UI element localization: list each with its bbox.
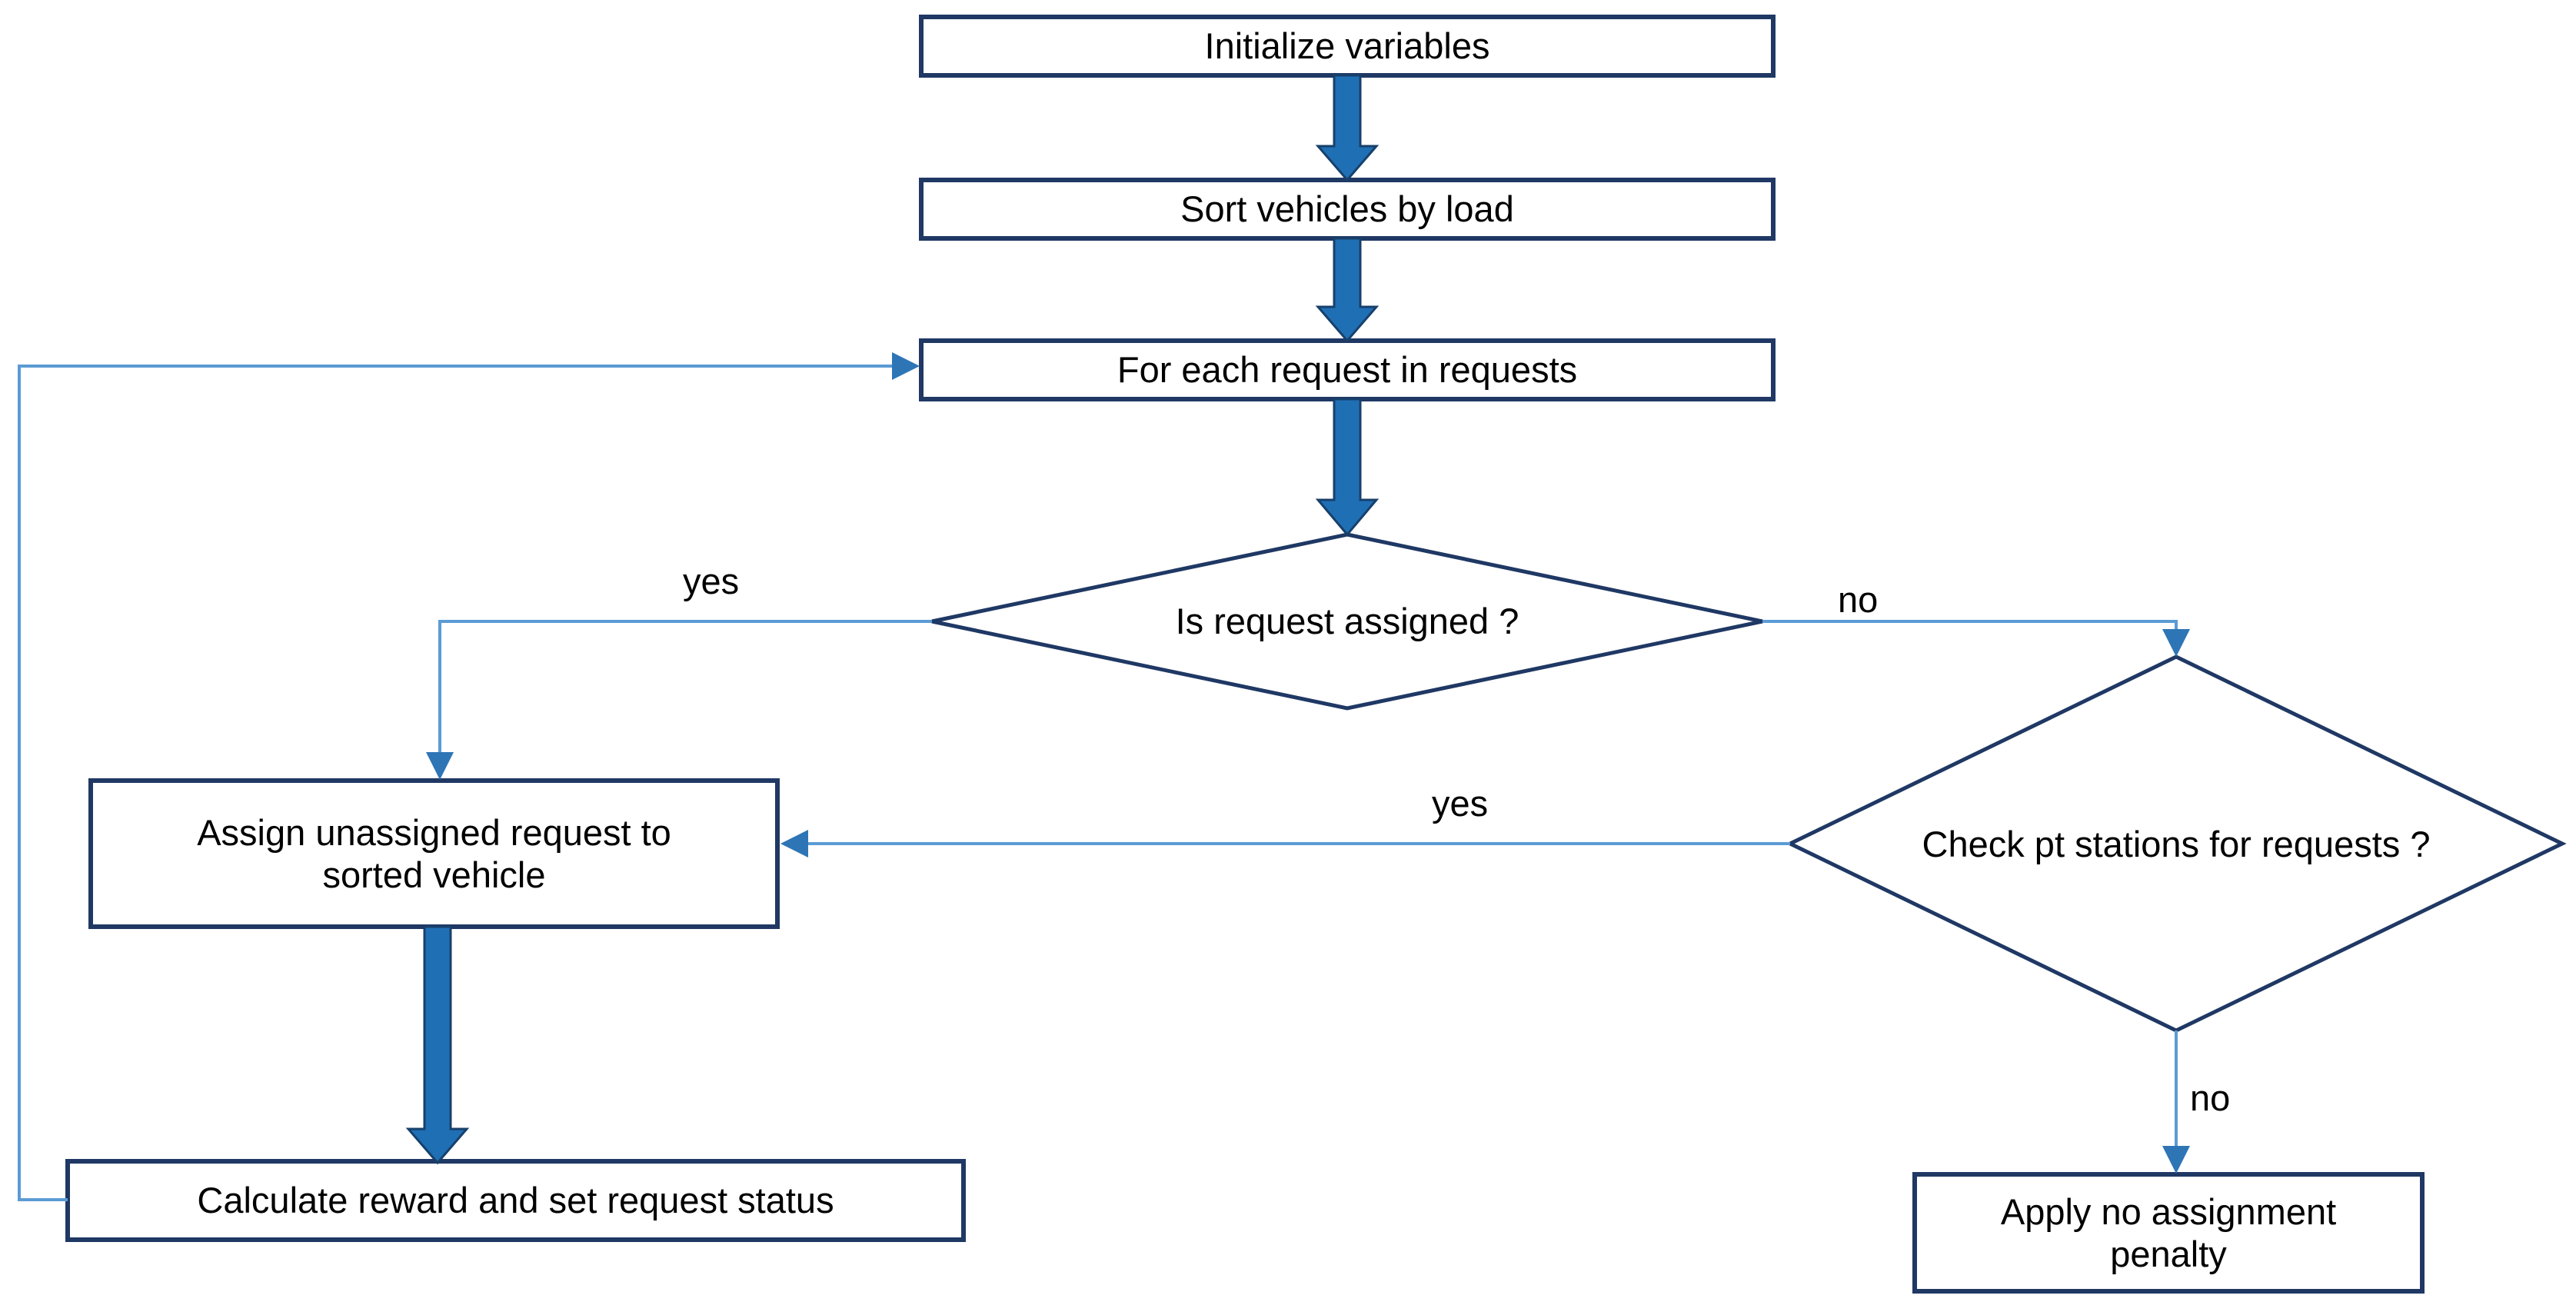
edge-label-check-pt-stations-yes: yes: [1432, 783, 1489, 824]
edge-sort-to-foreach: [1315, 237, 1380, 343]
edge-label-check-pt-stations-no: no: [2190, 1077, 2231, 1118]
node-initialize-variables[interactable]: [919, 15, 1776, 78]
edge-decision-no: [1762, 620, 2190, 657]
edge-assign-to-calculate: [405, 925, 470, 1165]
node-check-pt-stations[interactable]: [1786, 654, 2567, 1033]
edge-foreach-to-decision: [1315, 398, 1380, 537]
edge-init-to-sort: [1315, 74, 1380, 182]
node-calculate-reward[interactable]: [65, 1159, 966, 1242]
edge-decision-yes: [426, 620, 932, 780]
edge-label-is-request-assigned-yes: yes: [683, 561, 740, 601]
node-apply-no-assignment-penalty[interactable]: [1912, 1172, 2425, 1294]
node-sort-vehicles-by-load[interactable]: [919, 178, 1776, 241]
node-for-each-request[interactable]: [919, 338, 1776, 401]
edge-label-is-request-assigned-no: no: [1838, 579, 1879, 620]
node-assign-unassigned-request[interactable]: [88, 778, 780, 929]
edge-loop-back: [18, 352, 920, 1201]
node-is-request-assigned[interactable]: [931, 532, 1763, 711]
